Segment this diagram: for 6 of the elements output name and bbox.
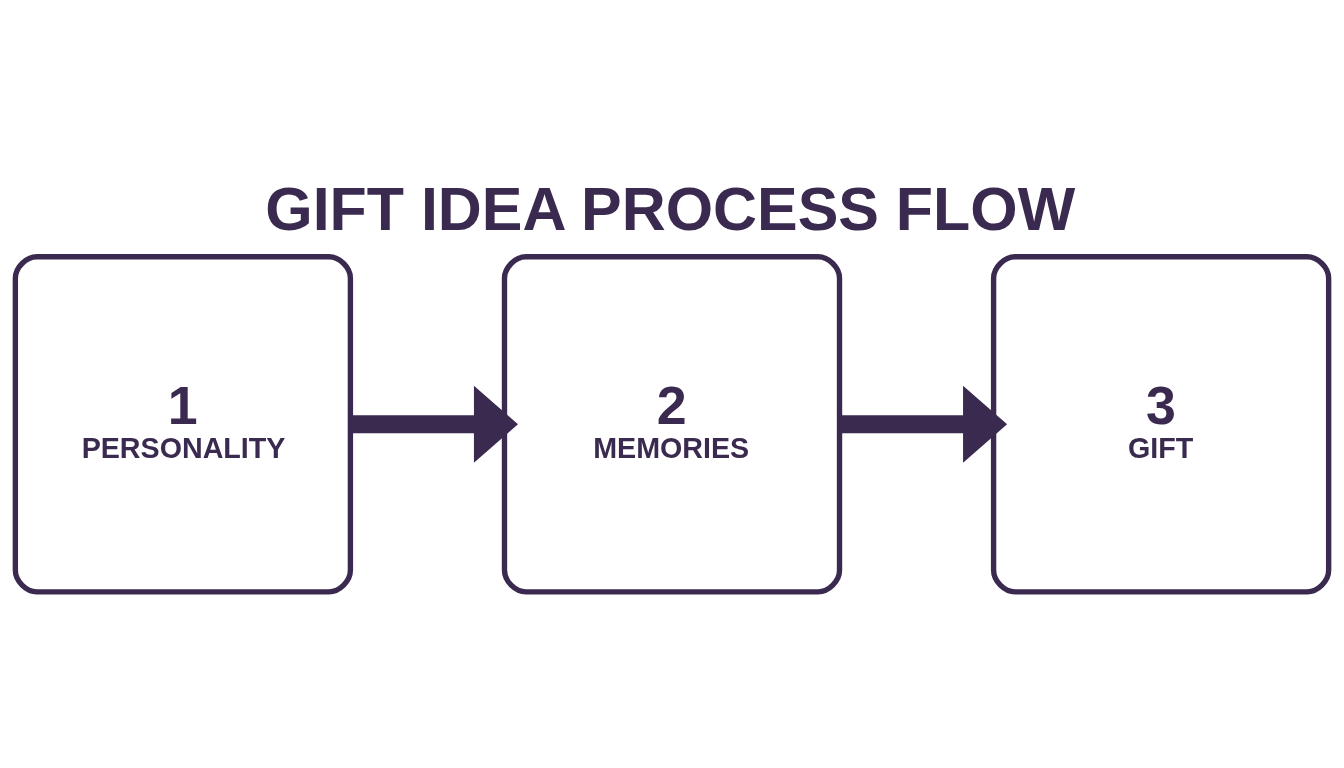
arrow [350,385,518,463]
node-box: 3 GIFT [990,254,1332,595]
node-box: 2 MEMORIES [501,254,843,595]
diagram-title: GIFT IDEA PROCESS FLOW [265,175,1076,244]
node-box: 1 PERSONALITY [12,254,354,595]
arrow [839,385,1008,463]
